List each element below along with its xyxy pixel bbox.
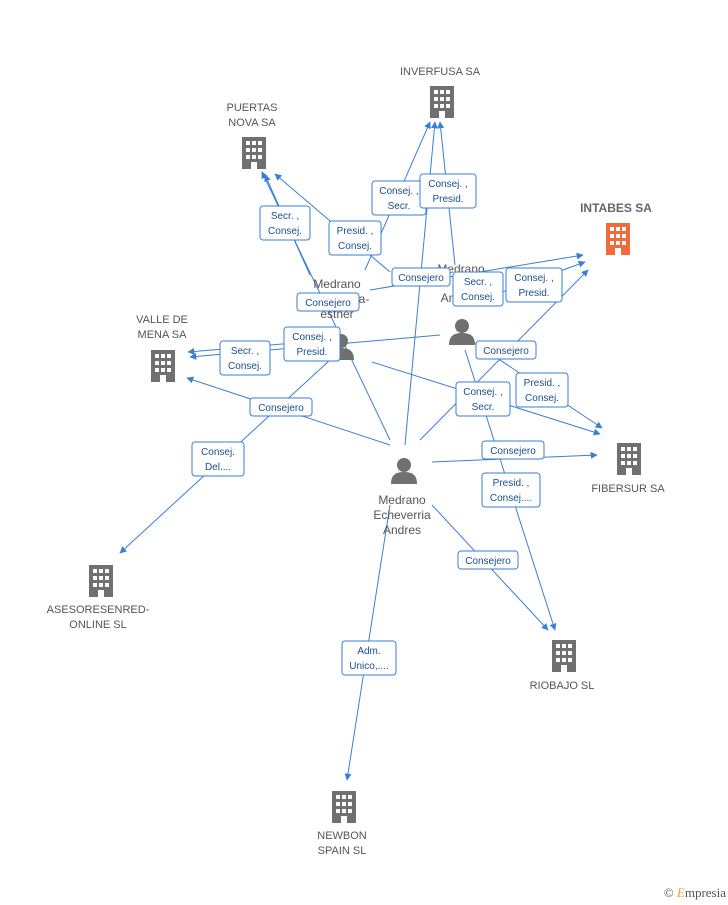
role-line1: Secr. , <box>271 211 299 222</box>
role-box[interactable]: Secr. , Consej. <box>452 271 504 307</box>
company-label: FIBERSUR SA <box>591 483 665 495</box>
company-label-line1: PUERTAS <box>227 102 278 114</box>
company-label-line2: MENA SA <box>138 329 188 341</box>
role-line1: Consej. , <box>379 186 418 197</box>
role-line1: Consejero <box>465 556 511 567</box>
role-box[interactable]: Consejero <box>457 550 519 570</box>
role-line1: Presid. , <box>524 378 561 389</box>
company-fibersur[interactable]: FIBERSUR SA <box>591 443 665 495</box>
company-intabes[interactable]: INTABES SA <box>580 201 652 255</box>
person-label-line3: Andres <box>383 523 421 537</box>
company-label-line2: ONLINE SL <box>69 619 126 631</box>
role-box[interactable]: Presid. , Consej. <box>328 220 382 256</box>
role-line1: Consej. , <box>463 387 502 398</box>
role-box[interactable]: Consej. , Presid. <box>283 326 341 362</box>
company-label: INVERFUSA SA <box>400 66 481 78</box>
role-line1: Adm. <box>357 646 380 657</box>
building-icon <box>617 443 641 475</box>
role-line2: Secr. <box>472 402 495 413</box>
person-icon <box>449 319 475 345</box>
brand-name: mpresia <box>684 885 726 900</box>
brand-initial: E <box>676 885 685 900</box>
company-label-line1: ASESORESENRED- <box>47 604 150 616</box>
role-line2: Consej.... <box>490 493 532 504</box>
company-valle-de-mena[interactable]: VALLE DE MENA SA <box>136 314 188 382</box>
role-line2: Presid. <box>518 288 549 299</box>
role-box[interactable]: Presid. , Consej. <box>515 372 569 408</box>
role-box[interactable]: Consejero <box>481 440 545 460</box>
role-box[interactable]: Consej. , Presid. <box>505 267 563 303</box>
role-line2: Consej. <box>228 361 262 372</box>
role-line1: Presid. , <box>337 226 374 237</box>
role-box[interactable]: Consej. Del.... <box>191 441 245 477</box>
person-label-line2: An <box>441 291 456 305</box>
role-line1: Consej. , <box>428 179 467 190</box>
role-line1: Consejero <box>483 346 529 357</box>
company-label-line2: SPAIN SL <box>318 845 367 857</box>
role-line1: Consejero <box>305 298 351 309</box>
person-label-line1: Medrano <box>313 277 361 291</box>
copyright-symbol: © <box>663 885 674 900</box>
building-icon <box>332 791 356 823</box>
company-label-line2: NOVA SA <box>228 117 276 129</box>
company-label: INTABES SA <box>580 201 652 215</box>
person-medrano-echeverria-andres[interactable]: Medrano Echeverria Andres <box>373 458 431 537</box>
role-box[interactable]: Presid. , Consej.... <box>481 472 541 508</box>
company-inverfusa[interactable]: INVERFUSA SA <box>400 66 481 118</box>
role-line2: Consej. <box>461 292 495 303</box>
role-line1: Consejero <box>490 446 536 457</box>
role-line2: Consej. <box>268 226 302 237</box>
role-line2: Unico,.... <box>349 661 388 672</box>
role-box[interactable]: Consejero <box>249 397 313 417</box>
building-icon <box>151 350 175 382</box>
person-label-line2: Echeverria <box>373 508 431 522</box>
role-line2: Del.... <box>205 462 231 473</box>
company-riobajo[interactable]: RIOBAJO SL <box>530 640 595 692</box>
role-line1: Consej. , <box>514 273 553 284</box>
person-icon <box>391 458 417 484</box>
role-line2: Consej. <box>338 241 372 252</box>
role-box[interactable]: Consejero <box>475 340 537 360</box>
role-line1: Consejero <box>398 273 444 284</box>
building-icon <box>242 137 266 169</box>
company-label-line1: VALLE DE <box>136 314 188 326</box>
person-label-line1: Medrano <box>378 493 426 507</box>
role-box[interactable]: Adm. Unico,.... <box>341 640 397 676</box>
role-line1: Consejero <box>258 403 304 414</box>
person-label-line2: a- <box>359 292 370 306</box>
role-line1: Secr. , <box>464 277 492 288</box>
role-box[interactable]: Secr. , Consej. <box>219 340 271 376</box>
role-line1: Consej. , <box>292 332 331 343</box>
role-line1: Secr. , <box>231 346 259 357</box>
role-line1: Consej. <box>201 447 235 458</box>
role-box[interactable]: Consejero <box>391 267 451 287</box>
role-box[interactable]: Consej. , Secr. <box>455 381 511 417</box>
role-line2: Secr. <box>388 201 411 212</box>
role-line2: Consej. <box>525 393 559 404</box>
company-label: RIOBAJO SL <box>530 680 595 692</box>
building-icon <box>430 86 454 118</box>
company-asesoresenred[interactable]: ASESORESENRED- ONLINE SL <box>47 565 150 631</box>
role-box[interactable]: Consej. , Presid. <box>419 173 477 209</box>
role-line2: Presid. <box>432 194 463 205</box>
role-box[interactable]: Consej. , Secr. <box>371 180 427 216</box>
company-puertas-nova[interactable]: PUERTAS NOVA SA <box>227 102 278 169</box>
company-label-line1: NEWBON <box>317 830 367 842</box>
brand-watermark: © Empresia <box>664 885 726 901</box>
company-newbon[interactable]: NEWBON SPAIN SL <box>317 791 367 857</box>
role-line2: Presid. <box>296 347 327 358</box>
role-line1: Presid. , <box>493 478 530 489</box>
building-icon <box>552 640 576 672</box>
role-box[interactable]: Consejero <box>296 292 360 312</box>
role-box[interactable]: Secr. , Consej. <box>259 205 311 241</box>
building-icon <box>606 223 630 255</box>
building-icon <box>89 565 113 597</box>
